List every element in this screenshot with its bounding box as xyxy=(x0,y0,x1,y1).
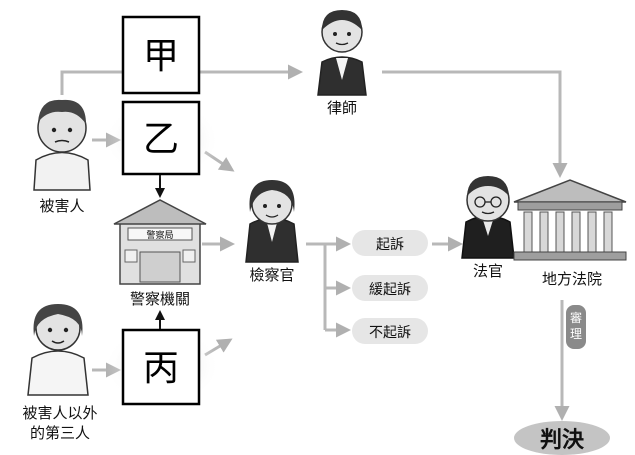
prosecutor-figure xyxy=(245,180,299,263)
outcome-indict: 起訴 xyxy=(352,230,428,256)
outcome-deferred-label: 緩起訴 xyxy=(369,282,411,298)
lawyer-label: 律師 xyxy=(327,99,357,117)
judge-label: 法官 xyxy=(473,262,503,280)
victim-figure xyxy=(33,99,91,191)
box-b-label: 乙 xyxy=(143,119,179,160)
arrow-lawyer-to-court xyxy=(382,70,568,178)
arrow-victim-to-lawyer xyxy=(60,64,303,95)
verdict-label: 判決 xyxy=(540,428,585,453)
victim-label: 被害人 xyxy=(39,197,84,215)
trial-label: 審理 xyxy=(570,310,582,341)
lawyer-figure xyxy=(317,10,367,96)
outcome-deferred: 緩起訴 xyxy=(352,275,428,301)
box-a: 甲 xyxy=(121,15,201,95)
outcome-indict-label: 起訴 xyxy=(376,237,404,253)
court-building-icon xyxy=(513,179,627,261)
third-party-figure xyxy=(27,304,89,396)
court-label: 地方法院 xyxy=(542,270,602,288)
police-sign-label: 警察局 xyxy=(146,229,173,241)
outcome-no-indict: 不起訴 xyxy=(352,318,428,344)
judge-figure xyxy=(461,176,515,259)
connectors xyxy=(60,64,570,421)
box-c-label: 丙 xyxy=(143,348,179,389)
box-b: 乙 xyxy=(121,100,201,176)
third-party-label-line2: 的第三人 xyxy=(30,424,90,442)
third-party-label-line1: 被害人以外 xyxy=(22,404,97,422)
trial-tag: 審理 xyxy=(566,305,586,349)
box-a-label: 甲 xyxy=(143,36,179,77)
branch-trunk xyxy=(306,242,327,330)
outcome-no-indict-label: 不起訴 xyxy=(369,325,411,341)
verdict-pill: 判決 xyxy=(514,421,610,455)
box-c: 丙 xyxy=(121,328,201,406)
police-station-icon: 警察局 xyxy=(113,199,207,285)
prosecutor-label: 檢察官 xyxy=(249,266,294,284)
police-label: 警察機關 xyxy=(130,290,190,308)
